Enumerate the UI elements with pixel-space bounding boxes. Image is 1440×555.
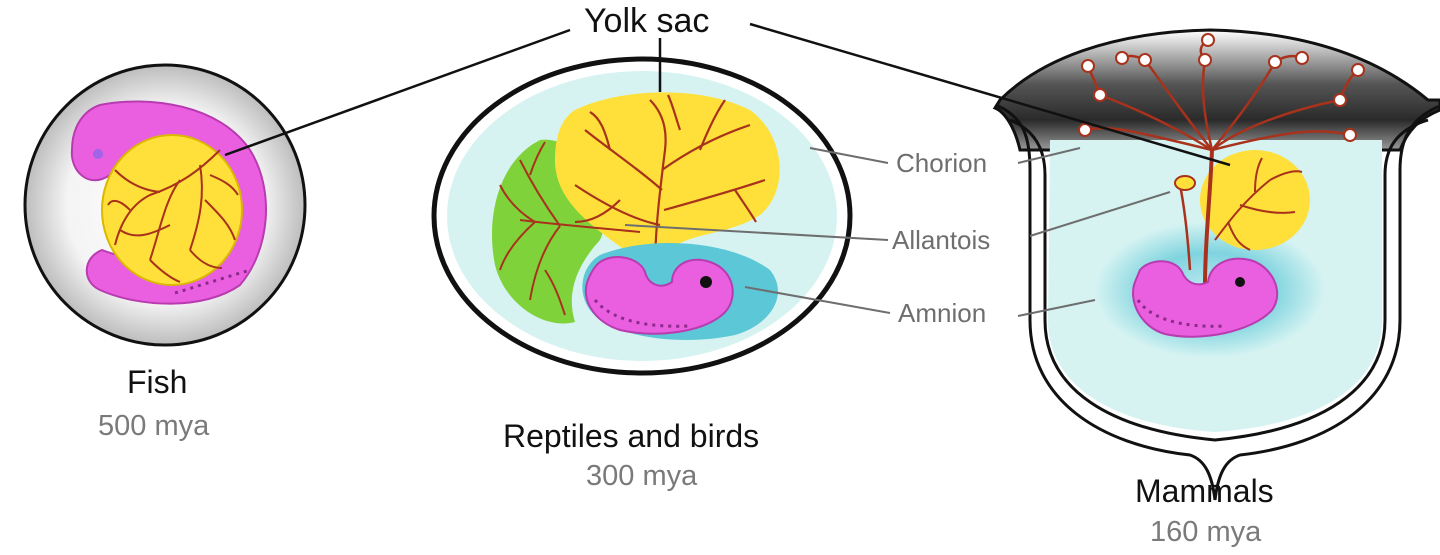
- chorion-leader-mammal: [1017, 147, 1081, 164]
- reptiles-age: 300 mya: [586, 460, 698, 492]
- allantois-label: Allantois: [892, 225, 991, 255]
- mammal-uterine-wall: [992, 28, 1440, 152]
- mammal-villi-tips: [1078, 33, 1365, 142]
- yolk-sac-leader-fish: [224, 28, 571, 157]
- allantois-leader-reptile: [624, 224, 889, 241]
- allantois-leader-mammal: [1029, 191, 1171, 237]
- fish-age: 500 mya: [98, 410, 210, 442]
- reptiles-title: Reptiles and birds: [503, 418, 760, 454]
- amnion-leader-reptile: [744, 286, 891, 314]
- fish-yolk-sac: [101, 134, 243, 286]
- reptile-allantois-vessels: [499, 141, 641, 316]
- fish-eye: [93, 149, 103, 159]
- reptile-egg: [431, 56, 853, 376]
- mammal-allantois-stalk: [1178, 184, 1192, 271]
- reptile-embryo: [584, 256, 734, 335]
- mammals-title: Mammals: [1135, 473, 1274, 509]
- fish-title: Fish: [127, 364, 188, 400]
- mammal-yolk-vessels: [1214, 157, 1303, 251]
- mammal-placental-vessels: [1084, 38, 1359, 152]
- yolk-sac-label: Yolk sac: [584, 2, 710, 40]
- reptile-embryo-eye: [700, 276, 712, 288]
- part-leaders: [624, 147, 1171, 317]
- fish-egg: [23, 63, 307, 347]
- reptile-yolk-vessels: [574, 94, 766, 271]
- amnion-label: Amnion: [898, 298, 987, 328]
- mammal-uterus: [992, 28, 1440, 501]
- mammal-chorion-outer: [997, 104, 1440, 501]
- fish-yolk-vessels: [107, 149, 239, 283]
- reptile-somites: [593, 299, 691, 328]
- mammal-somites: [1136, 299, 1226, 328]
- mammal-allantois: [1174, 175, 1196, 191]
- chorion-label: Chorion: [896, 148, 988, 178]
- amnion-leader-mammal: [1017, 299, 1096, 317]
- mammals-age: 160 mya: [1150, 516, 1262, 548]
- mammal-umbilical-stalk: [1203, 149, 1214, 286]
- mammal-embryo-eye: [1235, 277, 1245, 287]
- chorion-leader-reptile: [809, 147, 889, 164]
- yolk-sac-leader-mammal: [749, 22, 1231, 167]
- mammal-yolk-sac: [1200, 150, 1310, 250]
- mammal-chorion-inner: [1009, 118, 1429, 442]
- fish-somites: [174, 268, 251, 295]
- yolk-sac-leaders: [224, 22, 1231, 167]
